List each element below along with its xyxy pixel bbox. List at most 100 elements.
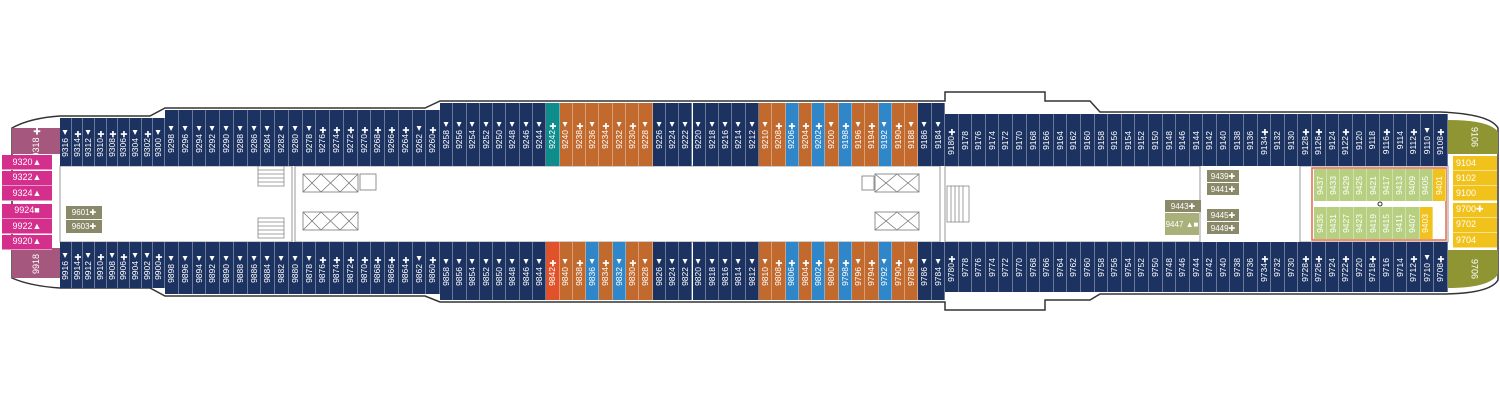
cabin-bottom[interactable]: 9858▲ (440, 242, 454, 300)
cabin-top[interactable]: 9294▲ (192, 110, 207, 166)
cabin-bottom[interactable]: 9914✚ (71, 242, 84, 288)
cabin-top[interactable]: 9180✚ (945, 114, 959, 166)
cabin-top[interactable]: 9216▲ (719, 103, 733, 166)
cabin-bottom[interactable]: 9826▲ (652, 242, 666, 300)
cabin-top[interactable]: 9314✚ (71, 118, 84, 166)
fwd-inner-cabin[interactable]: 9439✚ (1207, 170, 1239, 182)
aft-suite[interactable]: 9322▲ (2, 170, 52, 186)
cabin-bottom[interactable]: 9794✚ (865, 242, 879, 300)
cabin-top[interactable]: 9220▲ (692, 103, 706, 166)
cabin-bottom[interactable]: 9868✚ (371, 242, 385, 294)
cabin-top[interactable]: 9214▲ (732, 103, 746, 166)
cabin-bottom[interactable]: 9734✚ (1257, 242, 1272, 292)
cabin-top[interactable]: 9238✚ (572, 103, 587, 166)
cabin-bottom[interactable]: 9834✚ (599, 242, 613, 300)
cabin-bottom[interactable]: 9900✚ (153, 242, 165, 288)
cabin-bottom[interactable]: 9872✚ (343, 242, 358, 294)
cabin-top[interactable]: 9128✚ (1298, 114, 1313, 166)
aft-inner-cabin[interactable]: 9603✚ (66, 220, 102, 233)
cabin-top[interactable]: 9118 (1366, 114, 1381, 166)
cabin-bottom[interactable]: 9870✚ (357, 242, 372, 294)
fwd-inner-cabin[interactable]: 9441✚ (1207, 183, 1239, 195)
cabin-bottom[interactable]: 9892▲ (206, 242, 220, 294)
cabin-top[interactable]: 9278▲ (302, 110, 317, 166)
cabin-bottom[interactable]: 9762 (1067, 242, 1081, 292)
cabin-bottom[interactable]: 9748 (1162, 242, 1177, 292)
cabin-bottom[interactable]: 9898▲ (165, 242, 179, 294)
studio-cabin[interactable]: 9437 (1314, 169, 1328, 201)
cabin-bottom[interactable]: 9778 (958, 242, 973, 292)
cabin-bottom[interactable]: 9890▲ (220, 242, 234, 294)
cabin-bottom[interactable]: 9820▲ (692, 242, 706, 300)
aft-suite[interactable]: 9924■ (2, 203, 52, 219)
cabin-top[interactable]: 9274✚ (330, 110, 344, 166)
cabin-top[interactable]: 9150 (1148, 114, 1163, 166)
cabin-top[interactable]: 9124 (1325, 114, 1340, 166)
cabin-bottom[interactable]: 9776 (972, 242, 986, 292)
cabin-top[interactable]: 9176 (972, 114, 986, 166)
cabin-bottom[interactable]: 9806✚ (785, 242, 799, 300)
cabin-top[interactable]: 9148 (1162, 114, 1177, 166)
cabin-top[interactable]: 9154 (1121, 114, 1136, 166)
cabin-top[interactable]: 9226▲ (652, 103, 666, 166)
cabin-top[interactable]: 9290▲ (220, 110, 234, 166)
cabin-top[interactable]: 9186▲ (918, 103, 932, 166)
studio-cabin[interactable]: 9435 (1314, 207, 1328, 239)
cabin-bottom[interactable]: 9854▲ (466, 242, 480, 300)
cabin-top[interactable]: 9262▲ (412, 110, 427, 166)
cabin-bottom[interactable]: 9780✚ (945, 242, 959, 292)
fwd-inner-cabin[interactable]: 9449✚ (1207, 222, 1239, 234)
cabin-top[interactable]: 9184▲ (931, 103, 945, 166)
cabin-top[interactable]: 9164 (1053, 114, 1068, 166)
cabin-top[interactable]: 9192▲ (878, 103, 892, 166)
cabin-top[interactable]: 9130 (1284, 114, 1299, 166)
cabin-top[interactable]: 9112✚ (1407, 114, 1421, 166)
cabin-bottom[interactable]: 9842✚ (546, 242, 560, 300)
cabin-bottom[interactable]: 9722✚ (1339, 242, 1353, 292)
aft-suite[interactable]: 9320▲ (2, 155, 52, 170)
cabin-bottom[interactable]: 9910✚ (95, 242, 107, 288)
cabin-bottom[interactable]: 9724 (1325, 242, 1340, 292)
cabin-top[interactable]: 9232▲ (612, 103, 627, 166)
cabin-top[interactable]: 9198✚ (838, 103, 852, 166)
cabin-top[interactable]: 9162 (1067, 114, 1081, 166)
cabin-bottom[interactable]: 9880▲ (288, 242, 303, 294)
cabin-top[interactable]: 9178 (958, 114, 973, 166)
cabin-top[interactable]: 9230✚ (626, 103, 640, 166)
cabin-top[interactable]: 9296▲ (178, 110, 193, 166)
cabin-top[interactable]: 9134✚ (1257, 114, 1272, 166)
cabin-bottom[interactable]: 9752 (1135, 242, 1149, 292)
cabin-bottom[interactable]: 9822▲ (679, 242, 693, 300)
forward-cabin[interactable]: 9104 (1453, 156, 1497, 171)
cabin-bottom[interactable]: 9866✚ (385, 242, 399, 294)
cabin-top[interactable]: 9298▲ (165, 110, 179, 166)
cabin-top[interactable]: 9190✚ (891, 103, 906, 166)
cabin-bottom[interactable]: 9816▲ (719, 242, 733, 300)
cabin-top[interactable]: 9224▲ (665, 103, 680, 166)
fwd-corner-top-label[interactable]: 9106 (1469, 126, 1480, 148)
cabin-bottom[interactable]: 9732 (1271, 242, 1285, 292)
cabin-bottom[interactable]: 9884▲ (261, 242, 275, 294)
cabin-top[interactable]: 9120 (1352, 114, 1367, 166)
cabin-top[interactable]: 9218▲ (705, 103, 720, 166)
cabin-bottom[interactable]: 9718✚ (1366, 242, 1381, 292)
cabin-top[interactable]: 9152 (1135, 114, 1149, 166)
forward-cabin[interactable]: 9704 (1453, 233, 1497, 248)
cabin-bottom[interactable]: 9830✚ (626, 242, 640, 300)
studio-cabin[interactable]: 9413 (1393, 169, 1407, 201)
cabin-top[interactable]: 9270✚ (357, 110, 372, 166)
cabin-top[interactable]: 9312▲ (83, 118, 95, 166)
cabin-bottom[interactable]: 9882▲ (275, 242, 289, 294)
cabin-bottom[interactable]: 9916▲ (60, 242, 72, 288)
cabin-top[interactable]: 9300▲ (153, 118, 165, 166)
cabin-bottom[interactable]: 9846▲ (519, 242, 534, 300)
cabin-top[interactable]: 9138 (1230, 114, 1245, 166)
forward-cabin[interactable]: 9102 (1453, 171, 1497, 187)
cabin-top[interactable]: 9250▲ (493, 103, 507, 166)
cabin-top[interactable]: 9284▲ (261, 110, 275, 166)
cabin-bottom[interactable]: 9710▲ (1420, 242, 1435, 292)
cabin-bottom[interactable]: 9844▲ (533, 242, 547, 300)
cabin-bottom[interactable]: 9744 (1189, 242, 1204, 292)
cabin-bottom[interactable]: 9912▲ (83, 242, 95, 288)
cabin-top[interactable]: 9136 (1244, 114, 1258, 166)
